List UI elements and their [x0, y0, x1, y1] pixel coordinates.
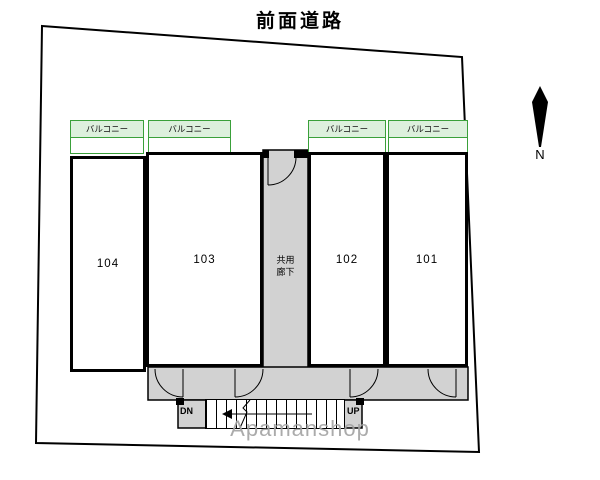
balcony-101: バルコニー — [388, 120, 468, 154]
balcony-label: バルコニー — [309, 121, 385, 138]
wall-stub — [176, 398, 184, 405]
wall-stub — [263, 150, 269, 158]
compass-north-label: N — [535, 147, 545, 162]
balcony-102: バルコニー — [308, 120, 386, 154]
balcony-104: バルコニー — [70, 120, 144, 154]
balcony-label: バルコニー — [149, 121, 230, 138]
corridor-floor-horizontal — [147, 366, 469, 401]
balcony-label: バルコニー — [389, 121, 467, 138]
site-boundary-line — [34, 24, 481, 454]
unit-103: 103 — [146, 152, 263, 367]
staircase — [205, 399, 345, 429]
watermark: Apamanshop — [230, 416, 370, 441]
balcony-label: バルコニー — [71, 121, 143, 138]
shared-corridor-label: 共用廊下 — [276, 255, 295, 278]
unit-number: 101 — [415, 253, 439, 266]
front-road-label: 前面道路 — [255, 11, 344, 32]
wall-stub — [294, 150, 308, 158]
unit-102: 102 — [308, 152, 386, 367]
unit-104: 104 — [70, 156, 146, 372]
unit-number: 102 — [335, 253, 359, 266]
unit-101: 101 — [386, 152, 468, 367]
unit-number: 103 — [193, 253, 216, 266]
unit-number: 104 — [96, 258, 120, 270]
wall-stub — [356, 398, 364, 405]
stairs-down-label: DN — [180, 406, 193, 416]
stairs-up-label: UP — [347, 406, 360, 416]
balcony-103: バルコニー — [148, 120, 231, 154]
